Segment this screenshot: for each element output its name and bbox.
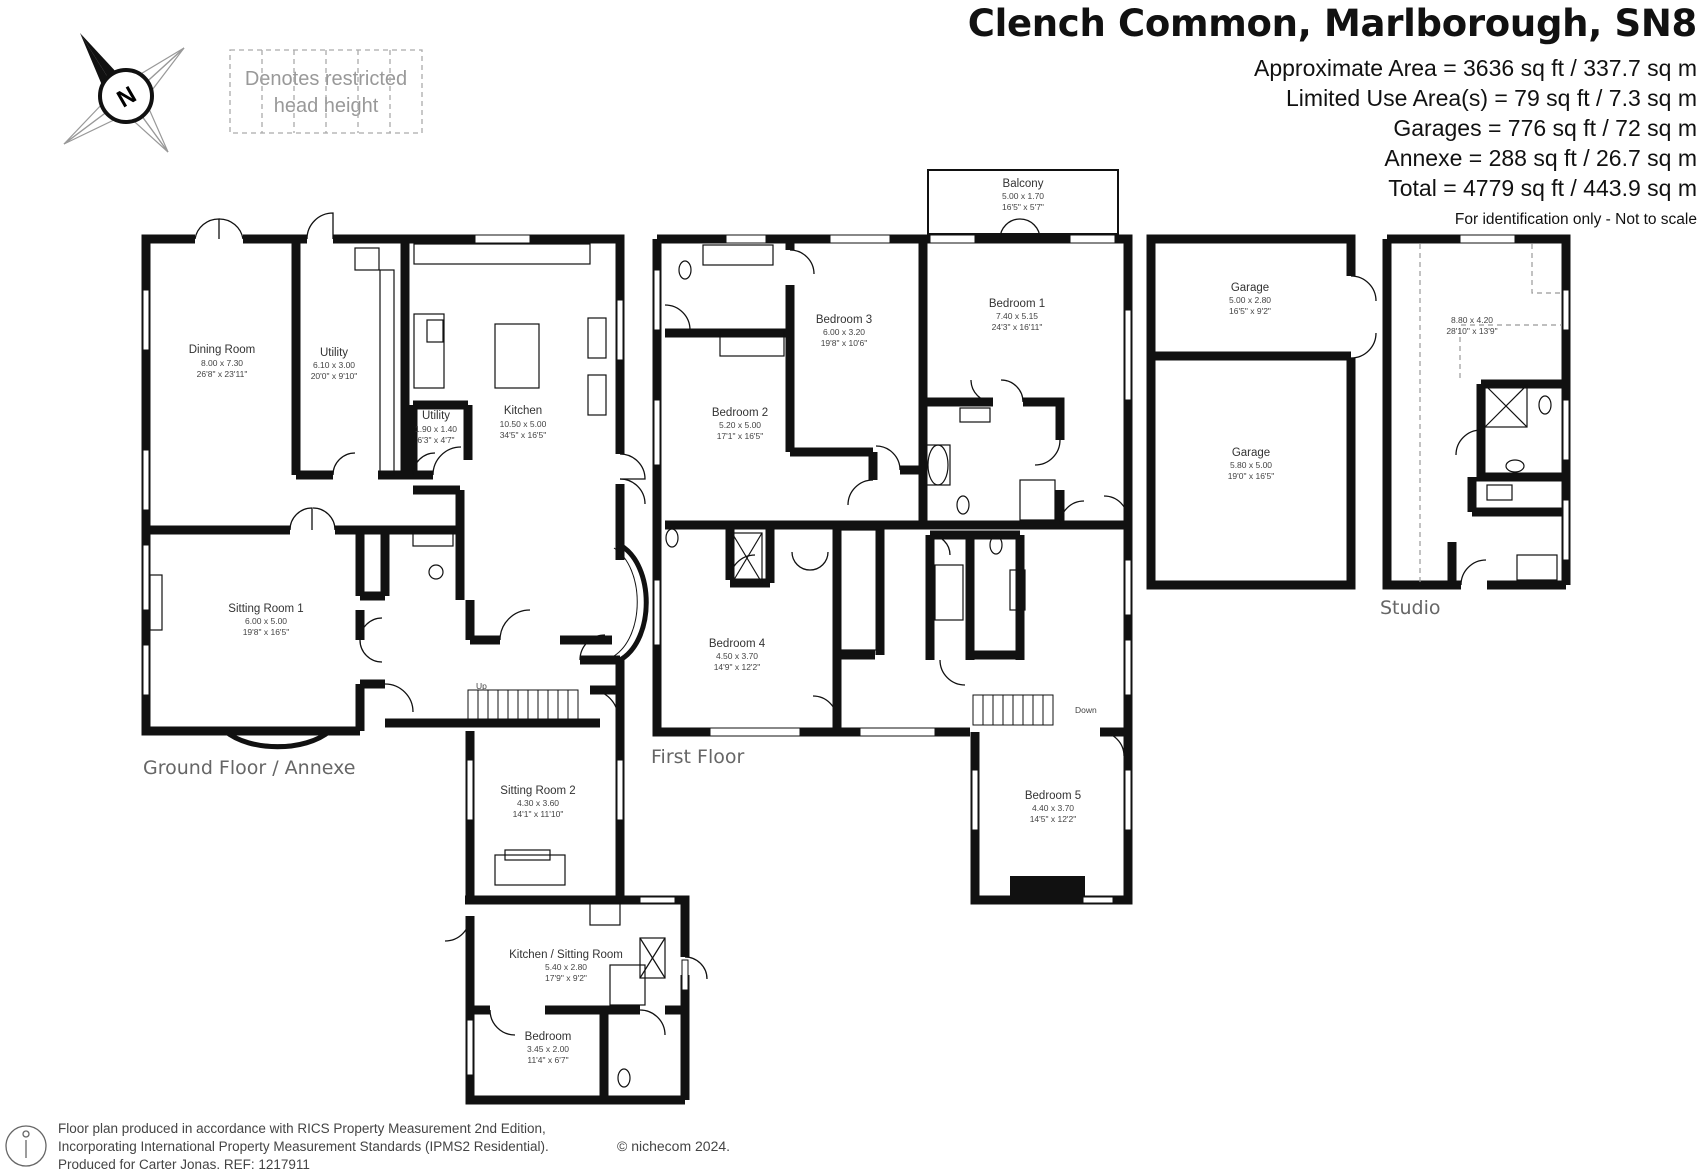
room-bed4-m: 4.50 x 3.70 (716, 651, 758, 661)
room-studio-m: 8.80 x 4.20 (1451, 315, 1493, 325)
room-garage2-name: Garage (1232, 447, 1270, 459)
footer-line-3: Produced for Carter Jonas. REF: 1217911 (58, 1157, 310, 1172)
room-garage2-m: 5.80 x 5.00 (1230, 460, 1272, 470)
room-bed2-name: Bedroom 2 (712, 407, 768, 419)
area-limited-use: Limited Use Area(s) = 79 sq ft / 7.3 sq … (1286, 85, 1697, 111)
room-sitting1-ft: 19'8" x 16'5" (243, 627, 290, 637)
footer-line-2: Incorporating International Property Mea… (58, 1139, 549, 1154)
area-annexe: Annexe = 288 sq ft / 26.7 sq m (1384, 145, 1697, 171)
room-kitsit-ft: 17'9" x 9'2" (545, 973, 587, 983)
room-sitting2-m: 4.30 x 3.60 (517, 798, 559, 808)
room-annexbed-ft: 11'4" x 6'7" (527, 1055, 568, 1065)
stairs (467, 689, 1054, 726)
area-approximate: Approximate Area = 3636 sq ft / 337.7 sq… (1253, 55, 1697, 81)
room-dining-ft: 26'8" x 23'11" (197, 369, 248, 379)
room-sitting1-name: Sitting Room 1 (228, 603, 303, 615)
room-bed5-m: 4.40 x 3.70 (1032, 803, 1074, 813)
room-utility2-name: Utility (422, 410, 450, 422)
compass-icon: N (63, 33, 185, 153)
restricted-legend-box (229, 49, 423, 134)
room-sitting1-m: 6.00 x 5.00 (245, 616, 287, 626)
room-dining-m: 8.00 x 7.30 (201, 358, 243, 368)
room-kitchen-m: 10.50 x 5.00 (500, 419, 547, 429)
room-utility1-ft: 20'0" x 9'10" (311, 371, 358, 381)
room-bed1-ft: 24'3" x 16'11" (992, 322, 1043, 332)
room-kitsit-m: 5.40 x 2.80 (545, 962, 587, 972)
room-bed5-name: Bedroom 5 (1025, 790, 1081, 802)
room-kitsit-name: Kitchen / Sitting Room (509, 949, 623, 961)
stairs-up-label: Up (476, 681, 487, 691)
room-bed3-m: 6.00 x 3.20 (823, 327, 865, 337)
kitchen-bay-window (618, 542, 649, 663)
room-balcony-m: 5.00 x 1.70 (1002, 191, 1044, 201)
room-garage2-ft: 19'0" x 16'5" (1228, 471, 1275, 481)
page-title: Clench Common, Marlborough, SN8 (967, 2, 1698, 45)
room-bed2-ft: 17'1" x 16'5" (717, 431, 764, 441)
room-annexbed-m: 3.45 x 2.00 (527, 1044, 569, 1054)
bedroom5-chimney (1010, 876, 1085, 896)
fixtures (149, 243, 1558, 1088)
footer: Floor plan produced in accordance with R… (58, 1120, 549, 1174)
room-balcony-name: Balcony (1003, 178, 1044, 190)
floor-label-first: First Floor (651, 746, 744, 768)
walls (141, 169, 1571, 1105)
room-annexbed-name: Bedroom (525, 1031, 572, 1043)
header: Clench Common, Marlborough, SN8 Approxim… (967, 0, 1698, 229)
area-garages: Garages = 776 sq ft / 72 sq m (1393, 115, 1697, 141)
room-utility2-m: 1.90 x 1.40 (415, 424, 457, 434)
room-bed1-m: 7.40 x 5.15 (996, 311, 1038, 321)
room-utility2-ft: 6'3" x 4'7" (417, 435, 454, 445)
disclaimer: For identification only - Not to scale (1454, 211, 1697, 228)
room-garage1-name: Garage (1231, 282, 1269, 294)
room-bed1-name: Bedroom 1 (989, 298, 1045, 310)
restricted-areas (1419, 244, 1562, 585)
room-utility1-name: Utility (320, 347, 348, 359)
room-labels: Dining Room 8.00 x 7.30 26'8" x 23'11" U… (189, 178, 1498, 1065)
stairs-down-label: Down (1075, 705, 1097, 715)
room-dining-name: Dining Room (189, 344, 255, 356)
room-kitchen-ft: 34'5" x 16'5" (500, 430, 547, 440)
room-bed5-ft: 14'5" x 12'2" (1030, 814, 1077, 824)
room-bed3-ft: 19'8" x 10'6" (821, 338, 868, 348)
room-bed3-name: Bedroom 3 (816, 314, 872, 326)
room-bed2-m: 5.20 x 5.00 (719, 420, 761, 430)
room-kitchen-name: Kitchen (504, 405, 542, 417)
windows (142, 234, 1570, 1076)
room-utility1-m: 6.10 x 3.00 (313, 360, 355, 370)
room-bed4-ft: 14'9" x 12'2" (714, 662, 761, 672)
room-garage1-m: 5.00 x 2.80 (1229, 295, 1271, 305)
room-sitting2-name: Sitting Room 2 (500, 785, 575, 797)
info-person-icon (5, 1125, 47, 1167)
room-sitting2-ft: 14'1" x 11'10" (513, 809, 564, 819)
room-balcony-ft: 16'5" x 5'7" (1002, 202, 1044, 212)
doors (194, 212, 1487, 1036)
brand-copyright: © nichecom 2024. (617, 1138, 731, 1154)
footer-line-1: Floor plan produced in accordance with R… (58, 1121, 546, 1136)
floor-label-ground: Ground Floor / Annexe (143, 757, 355, 779)
room-bed4-name: Bedroom 4 (709, 638, 766, 650)
room-studio-ft: 28'10" x 13'9" (1446, 326, 1497, 336)
area-total: Total = 4779 sq ft / 443.9 sq m (1388, 175, 1697, 201)
room-garage1-ft: 16'5" x 9'2" (1229, 306, 1271, 316)
floor-label-studio: Studio (1380, 597, 1441, 619)
